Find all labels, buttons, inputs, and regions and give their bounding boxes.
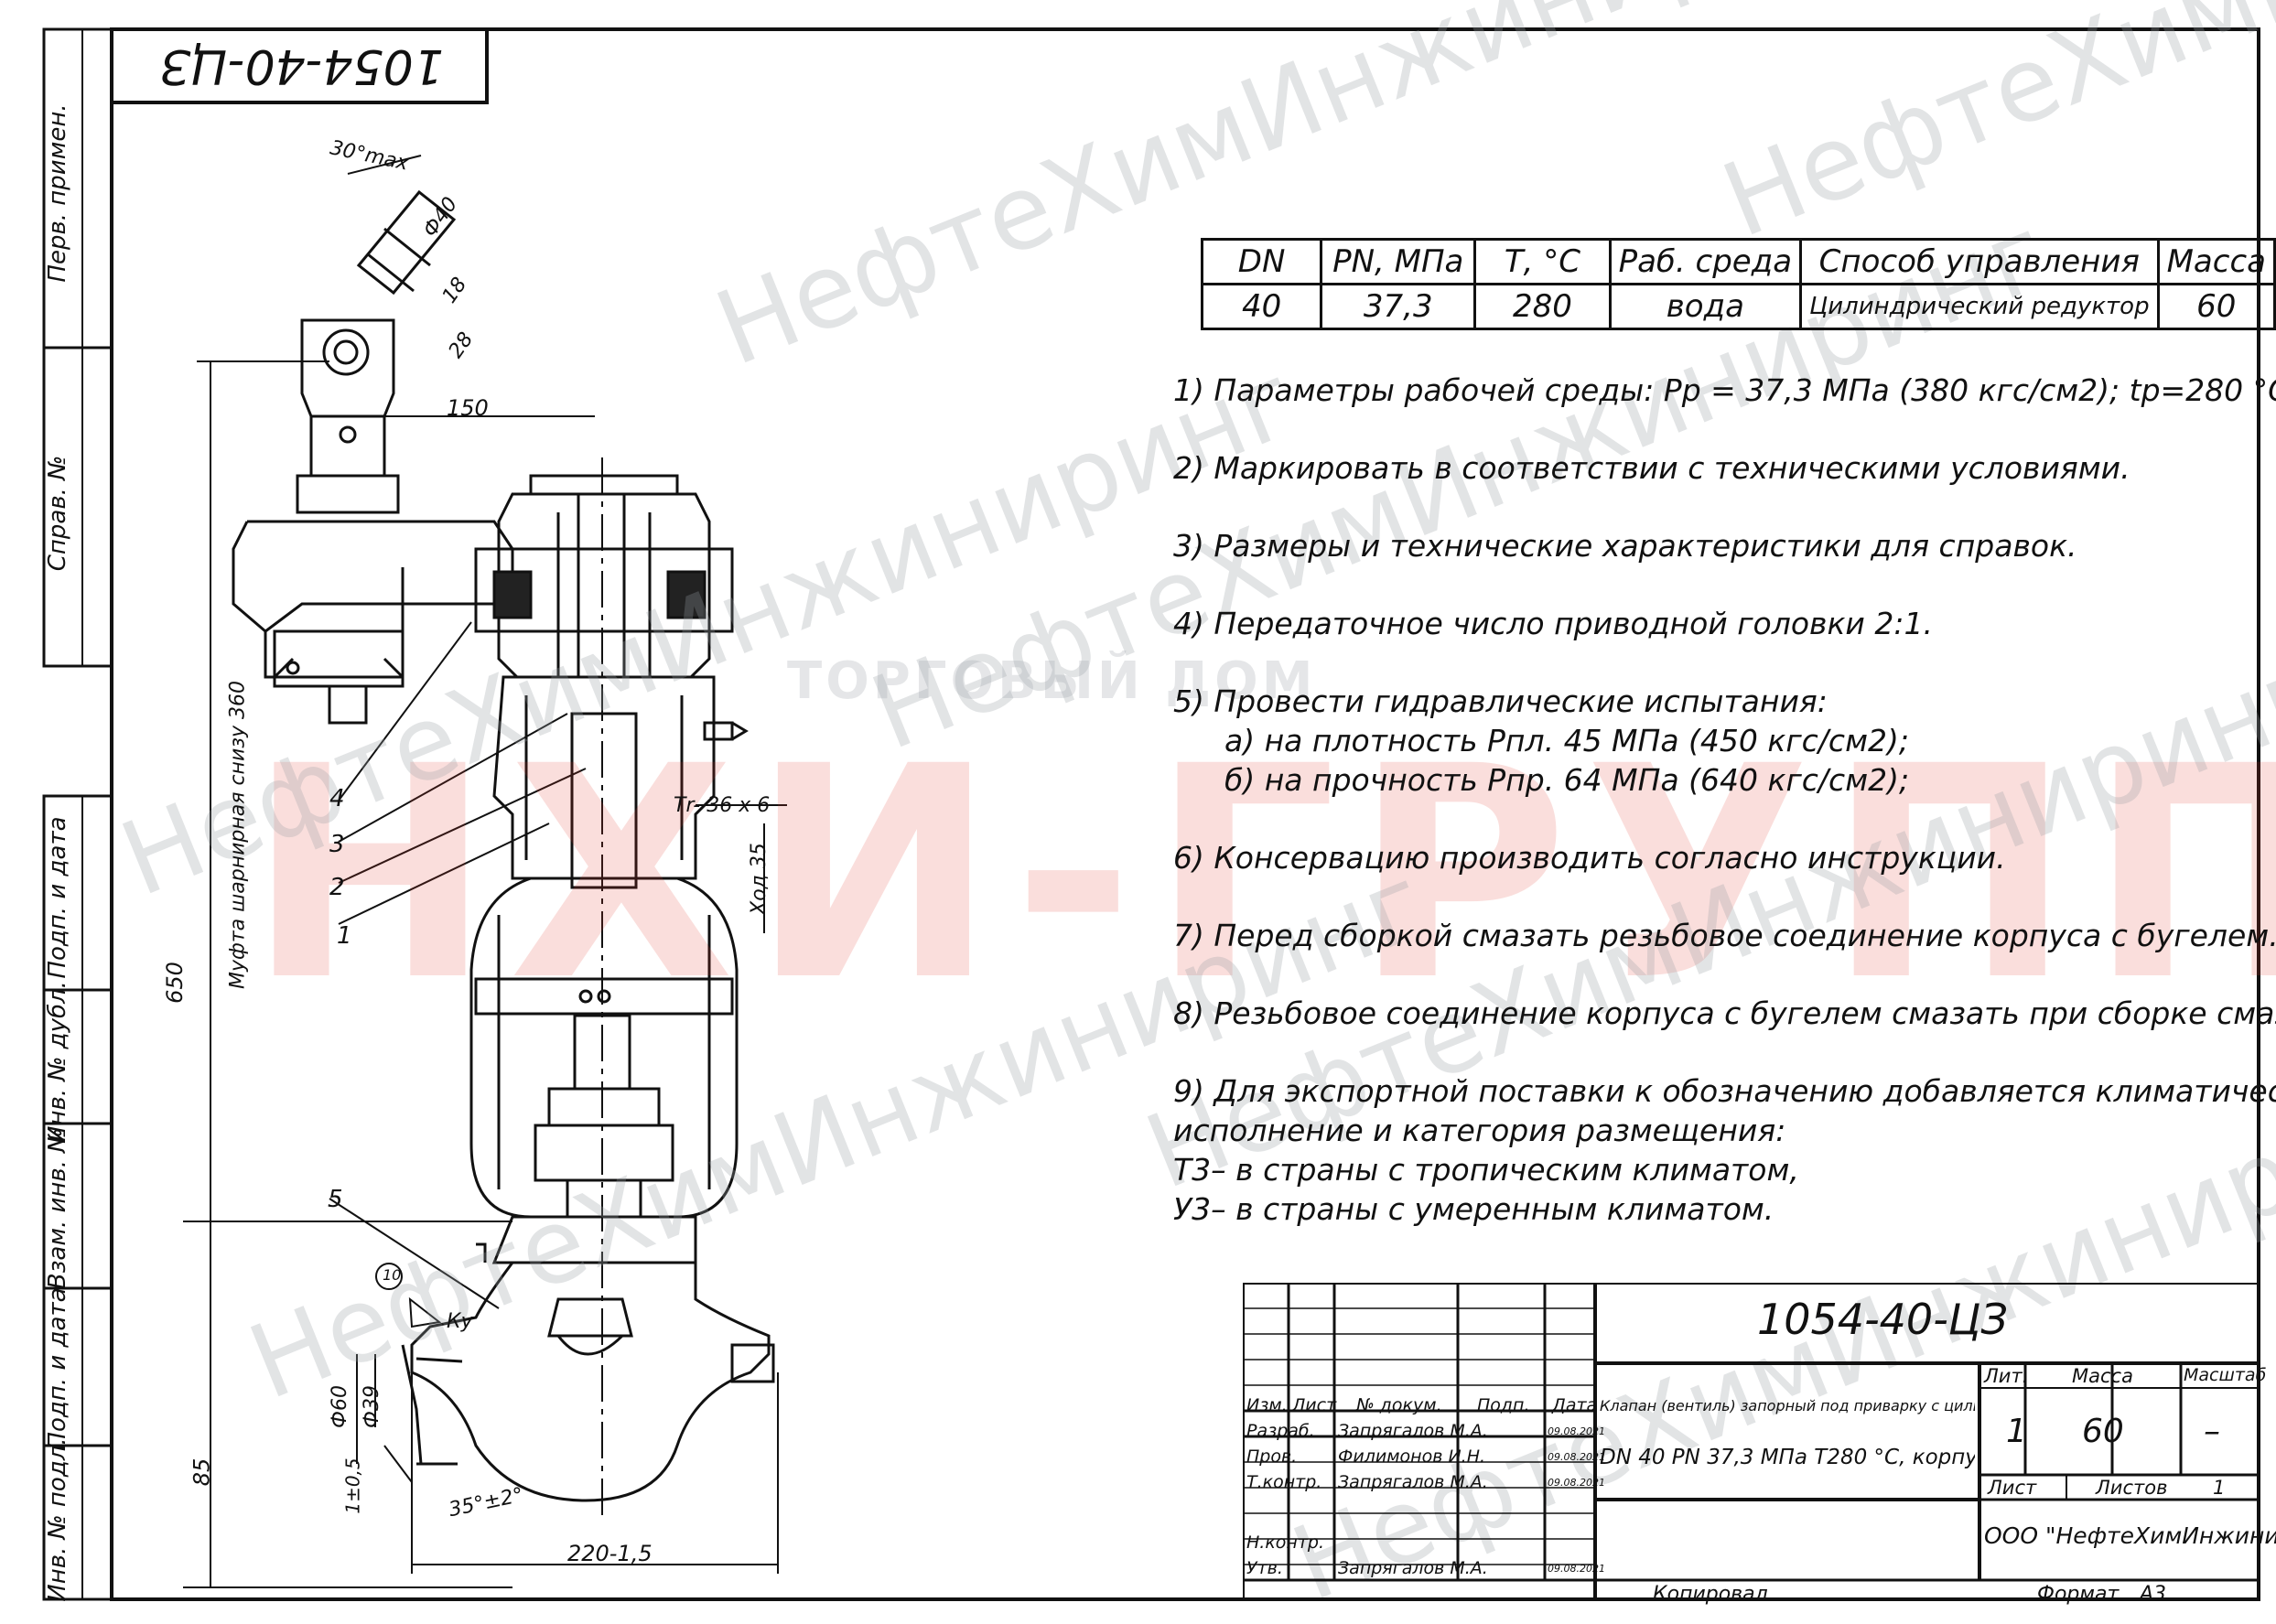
gear-housing — [232, 520, 514, 725]
dim-d85: 85 — [189, 1457, 215, 1487]
tb-sheets-value: 1 — [2213, 1477, 2226, 1499]
tb-role: Т.контр. — [1246, 1472, 1322, 1492]
note-item: Т3– в страны с тропическим климатом, — [1173, 1152, 1799, 1188]
tb-name: Запрягалов М.А. — [1338, 1472, 1488, 1492]
tb-date: 09.08.2021 — [1548, 1563, 1605, 1575]
drive-shaft — [296, 189, 457, 514]
note-item: б) на прочность Рпр. 64 МПа (640 кгс/см2… — [1224, 762, 1910, 798]
note-item: 1) Параметры рабочей среды: Рр = 37,3 МП… — [1173, 372, 2276, 408]
tb-col-header: № докум. — [1356, 1395, 1442, 1415]
note-item: исполнение и категория размещения: — [1173, 1113, 1786, 1148]
side-label: Инв. № подл. — [44, 1437, 71, 1602]
title-number: 1054-40-ЦЗ — [1757, 1295, 2009, 1344]
spec-value-cell: 280 — [1473, 283, 1612, 330]
dim-roughness: Ку — [447, 1310, 473, 1333]
dim-d650: 650 — [161, 962, 188, 1004]
brand-watermark: НХИ-ГРУПП — [247, 704, 2276, 1045]
spec-header-cell: Т, °С — [1473, 238, 1612, 285]
spec-value-cell: Цилиндрический редуктор — [1799, 283, 2160, 330]
leader-label: 2 — [329, 874, 345, 901]
tb-role: Пров. — [1246, 1447, 1298, 1467]
dim-d39: Ф39 — [360, 1385, 383, 1428]
tb-date: 09.08.2021 — [1548, 1477, 1605, 1489]
tb-company: ООО "НефтеХимИнжиниринг" — [1984, 1522, 2276, 1549]
tb-scale-label: Масштаб — [2184, 1365, 2267, 1385]
note-item: 9) Для экспортной поставки к обозначению… — [1173, 1073, 2276, 1109]
leader-label: 3 — [329, 831, 345, 858]
spec-value-cell: 37,3 — [1320, 283, 1477, 330]
note-item: 2) Маркировать в соответствии с техничес… — [1173, 450, 2130, 486]
dimension-lines — [183, 155, 787, 1588]
technical-notes: 1) Параметры рабочей среды: Рр = 37,3 МП… — [1173, 371, 2276, 1229]
spec-header-cell: Раб. среда — [1608, 238, 1803, 285]
dim-d220: 220-1,5 — [567, 1541, 653, 1566]
note-item: а) на плотность Рпл. 45 МПа (450 кгс/см2… — [1224, 723, 1909, 758]
note-item: У3– в страны с умеренным климатом. — [1173, 1191, 1774, 1227]
leader-label: 4 — [329, 785, 345, 812]
valve-body — [401, 1215, 775, 1502]
spec-table: DN PN, МПа Т, °С Раб. среда Способ управ… — [1200, 238, 2276, 330]
tb-col-header: Подп. — [1477, 1395, 1530, 1415]
spec-value-cell: 60 — [2156, 283, 2276, 330]
tb-name: Запрягалов М.А. — [1338, 1558, 1488, 1578]
tb-copied-label: Копировал — [1653, 1583, 1768, 1606]
brand-subtitle: ТОРГОВЫЙ ДОМ — [787, 651, 1317, 711]
spec-header-cell: Способ управления — [1799, 238, 2160, 285]
dim-d150: 150 — [447, 395, 489, 421]
title-block-grid — [1243, 1283, 2259, 1599]
top-number-box — [110, 27, 489, 104]
top-drawing-number: 1054-40-ЦЗ — [160, 38, 444, 93]
spec-value-cell: вода — [1608, 283, 1803, 330]
tb-role: Н.контр. — [1246, 1533, 1325, 1553]
tb-mass-value: 60 — [2082, 1413, 2124, 1450]
tb-name: Запрягалов М.А. — [1338, 1421, 1488, 1441]
leader-label: 1 — [337, 922, 352, 950]
dim-r10: 10 — [383, 1266, 402, 1284]
tb-col-header: Изм. — [1246, 1395, 1288, 1415]
dim-d105: 1±0,5 — [341, 1457, 364, 1514]
note-item: 5) Провести гидравлические испытания: — [1173, 683, 1828, 719]
valve-drawing — [232, 189, 775, 1519]
dim-d360: Муфта шарнирная снизу 360 — [226, 681, 250, 989]
tb-date: 09.08.2021 — [1548, 1451, 1605, 1463]
spec-header-cell: DN — [1200, 238, 1323, 285]
dim-stroke: Ход 35 — [747, 843, 771, 915]
tb-format-label: Формат — [2037, 1583, 2120, 1606]
tb-name: Филимонов И.Н. — [1338, 1447, 1486, 1467]
spec-value-cell: 40 — [1200, 283, 1323, 330]
side-label: Взам. инв. № — [44, 1127, 71, 1290]
upper-body — [492, 675, 749, 889]
side-label: Перв. примен. — [44, 103, 71, 283]
note-item: 6) Консервацию производить согласно инст… — [1173, 840, 2006, 876]
dim-d60: Ф60 — [328, 1385, 351, 1428]
spec-header-row: DN PN, МПа Т, °С Раб. среда Способ управ… — [1200, 238, 2276, 285]
tb-col-header: Лист — [1292, 1395, 1337, 1415]
tb-role: Разраб. — [1246, 1421, 1315, 1441]
title-description-2: DN 40 PN 37,3 МПа Т280 °С, корпус ст. 20 — [1600, 1446, 1975, 1469]
side-strip-lower — [42, 794, 113, 1601]
tb-lit-label: Лит. — [1984, 1365, 2029, 1387]
spec-header-cell: PN, МПа — [1320, 238, 1477, 285]
title-description-1: Клапан (вентиль) запорный под приварку с… — [1600, 1397, 1975, 1414]
tb-lit-value: 1 — [2006, 1413, 2027, 1450]
spec-header-cell: Масса — [2156, 238, 2276, 285]
side-label: Подп. и дата — [44, 816, 71, 979]
tb-format-value: А3 — [2140, 1583, 2167, 1606]
tb-col-header: Дата — [1552, 1395, 1598, 1415]
side-label: Справ. № — [44, 455, 71, 572]
spec-value-row: 40 37,3 280 вода Цилиндрический редуктор… — [1200, 283, 2276, 330]
tb-role: Утв. — [1246, 1558, 1283, 1578]
note-item: 8) Резьбовое соединение корпуса с бугеле… — [1173, 995, 2276, 1031]
dim-thread: Тr- 36 х 6 — [674, 794, 771, 817]
note-item: 4) Передаточное число приводной головки … — [1173, 606, 1933, 641]
tb-sheet-label: Лист — [1988, 1477, 2037, 1499]
tb-mass-label: Масса — [2072, 1365, 2133, 1387]
tb-sheets-label: Листов — [2096, 1477, 2168, 1499]
tb-date: 09.08.2021 — [1548, 1425, 1605, 1437]
note-item: 3) Размеры и технические характеристики … — [1173, 528, 2077, 564]
tb-scale-value: – — [2204, 1413, 2220, 1450]
leader-label: 5 — [328, 1186, 343, 1213]
note-item: 7) Перед сборкой смазать резьбовое соеди… — [1173, 918, 2276, 953]
